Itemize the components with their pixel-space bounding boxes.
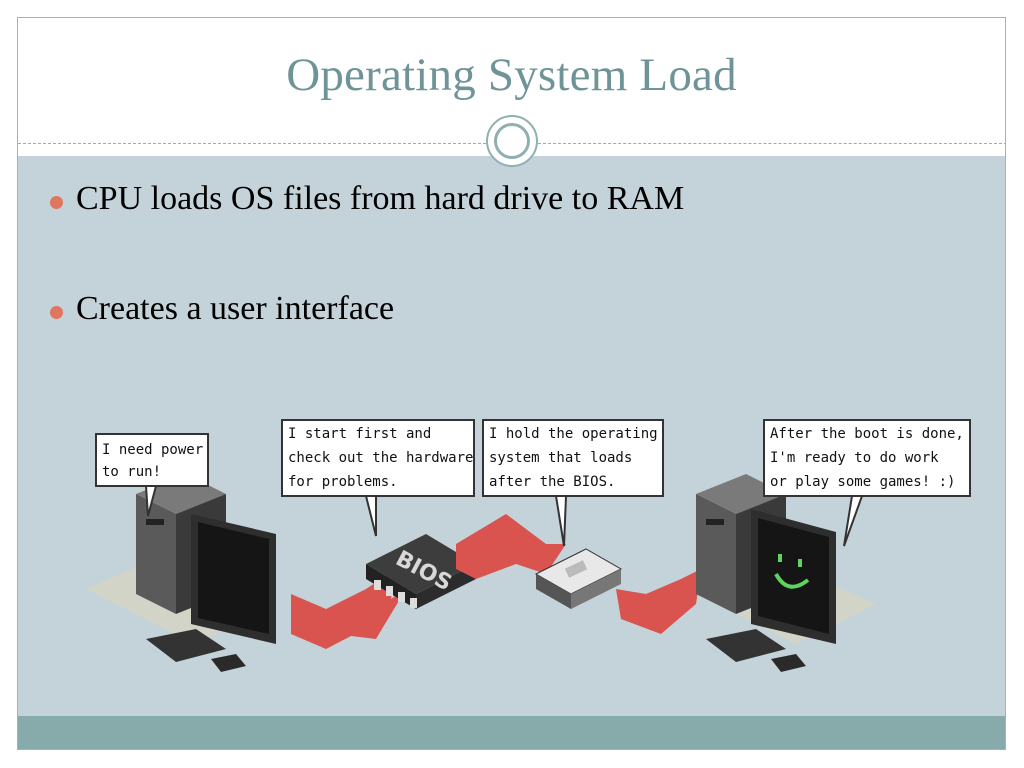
hard-drive-icon xyxy=(534,548,623,609)
title-circle-inner xyxy=(494,123,530,159)
bubble-text: after the BIOS. xyxy=(489,474,615,490)
bullet-text: CPU loads OS files from hard drive to RA… xyxy=(76,180,685,217)
bullet-text: Creates a user interface xyxy=(76,290,395,327)
title-divider-right xyxy=(538,143,1005,144)
arrow-icon xyxy=(456,514,566,579)
speech-bubble: I hold the operating system that loads a… xyxy=(482,419,664,547)
title-circle-ornament xyxy=(486,115,538,167)
bullet-dot-icon xyxy=(50,306,63,319)
slide: Operating System Load CPU loads OS files… xyxy=(17,17,1006,750)
content-area: CPU loads OS files from hard drive to RA… xyxy=(18,156,1005,716)
bubble-text: I'm ready to do work xyxy=(770,450,939,466)
speech-bubble: I need power to run! xyxy=(95,433,209,517)
arrow-icon xyxy=(616,569,701,634)
boot-process-diagram: BIOS xyxy=(86,419,971,672)
footer-band xyxy=(18,716,1005,749)
speech-bubble: I start first and check out the hardware… xyxy=(281,419,475,537)
bubble-text: I hold the operating xyxy=(489,426,658,442)
bubble-text: for problems. xyxy=(288,474,398,490)
bubble-text: I need power xyxy=(102,442,203,458)
bubble-text: system that loads xyxy=(489,450,632,466)
bubble-text: check out the hardware xyxy=(288,450,473,466)
bubble-text: After the boot is done, xyxy=(770,426,964,442)
boot-illustration: BIOS xyxy=(76,404,976,694)
computer-on-icon xyxy=(696,474,836,672)
bubble-text: or play some games! :) xyxy=(770,474,955,490)
bubble-text: I start first and xyxy=(288,426,431,442)
computer-off-icon xyxy=(136,474,276,672)
slide-title: Operating System Load xyxy=(286,49,737,101)
bullet-dot-icon xyxy=(50,196,63,209)
speech-bubble: After the boot is done, I'm ready to do … xyxy=(763,419,971,547)
bubble-text: to run! xyxy=(102,464,161,480)
bios-chip-icon: BIOS xyxy=(366,534,476,609)
title-divider-left xyxy=(18,143,486,144)
smiley-face-icon xyxy=(774,554,810,589)
